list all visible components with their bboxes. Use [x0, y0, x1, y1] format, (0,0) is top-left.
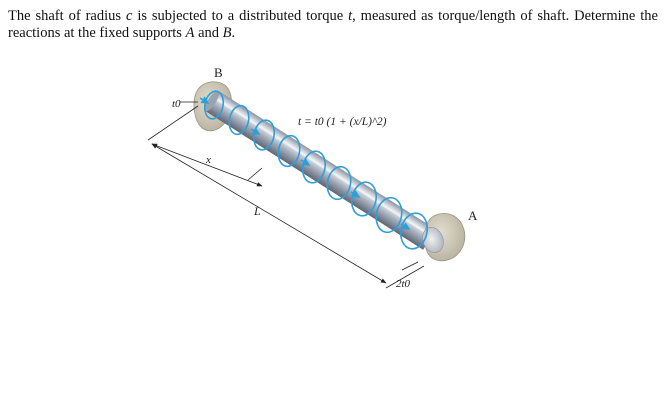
problem-statement: The shaft of radius c is subjected to a …	[8, 8, 658, 42]
problem-text-4: and	[194, 25, 223, 41]
dimension-lines	[147, 101, 425, 289]
label-t0: t0	[172, 98, 181, 110]
problem-text-2: is subjected to a distributed torque	[132, 8, 349, 24]
radius-symbol: c	[125, 8, 133, 24]
label-x: x	[205, 154, 211, 166]
support-b-symbol: B	[222, 25, 232, 41]
label-b: B	[214, 65, 223, 80]
problem-text-3: , measured as torque/length of shaft. De…	[8, 8, 658, 41]
problem-text-1: The shaft of radius	[8, 8, 126, 24]
torque-equation: t = t0 (1 + (x/L)^2)	[298, 116, 387, 128]
label-2t0: 2t0	[396, 278, 411, 290]
problem-text-5: .	[231, 25, 236, 41]
label-l: L	[253, 204, 261, 218]
shaft-end-a	[422, 227, 444, 253]
torque-symbol: t	[348, 8, 353, 24]
dim-L-line	[151, 143, 387, 284]
support-a-symbol: A	[185, 25, 195, 41]
shaft-body	[204, 90, 437, 250]
label-a: A	[468, 208, 478, 223]
